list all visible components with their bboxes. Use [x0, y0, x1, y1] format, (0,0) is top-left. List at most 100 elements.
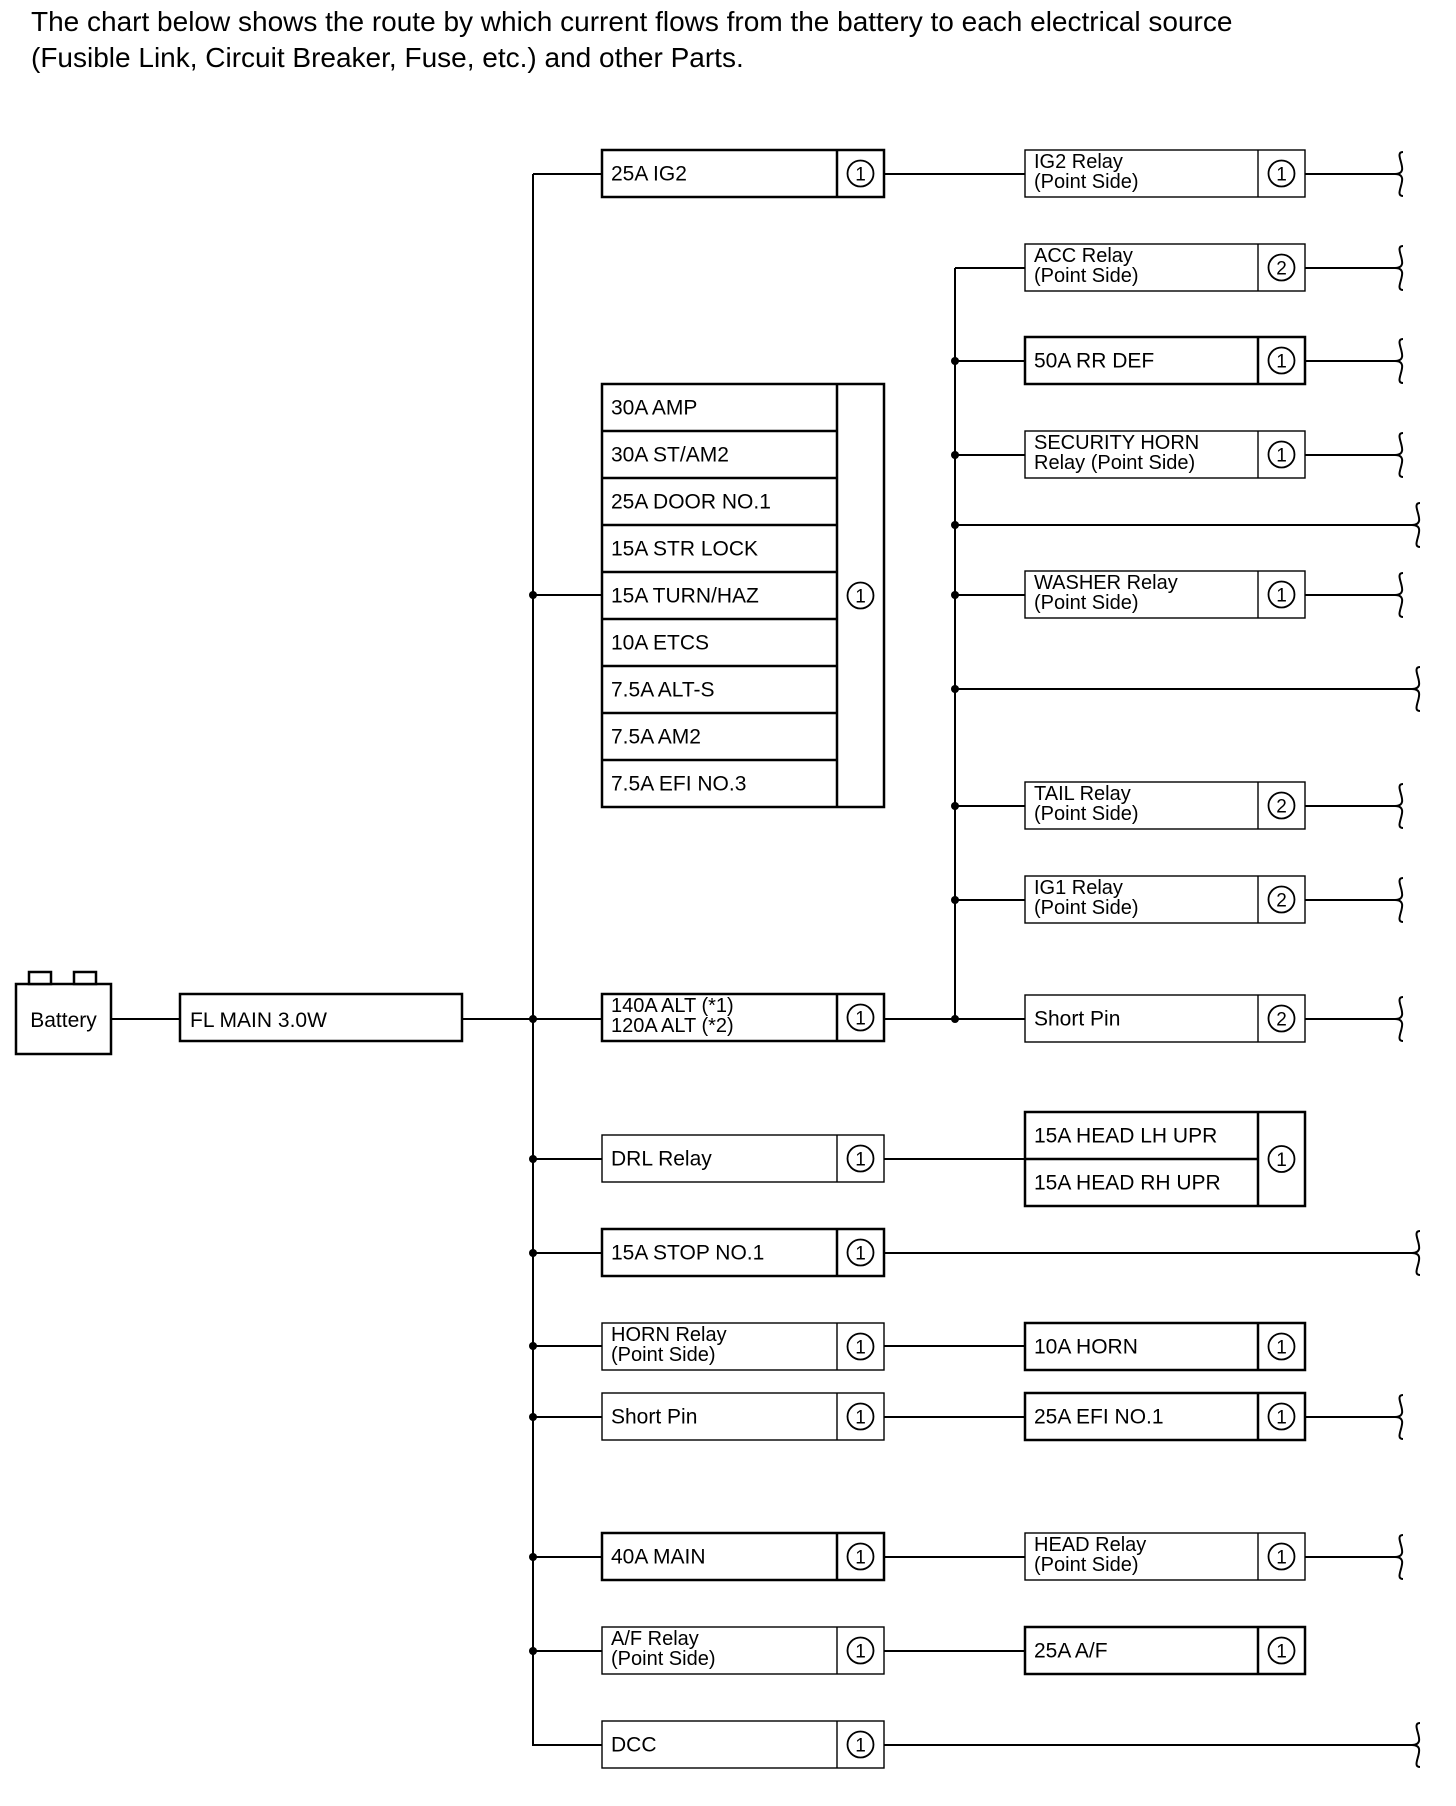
head-relay-marker-ring: [1267, 1542, 1296, 1571]
fuse-group-item: 7.5A AM2: [611, 726, 701, 749]
continuation-mark: [1394, 1534, 1404, 1580]
junction-dot: [529, 1155, 537, 1163]
short-pin-marker: 1: [855, 1408, 866, 1429]
junction-dot: [529, 1015, 537, 1023]
dcc-marker-ring: [846, 1730, 875, 1759]
fuse-25a-af: 25A A/F 1: [1023, 1625, 1307, 1676]
fuse-50a-rr-def-marker-ring: [1267, 346, 1296, 375]
intro-text: The chart below shows the route by which…: [31, 4, 1431, 76]
af-relay-marker-ring: [846, 1636, 875, 1665]
head-relay-label-1: HEAD Relay: [1034, 1534, 1146, 1556]
fuse-50a-rr-def-marker: 1: [1276, 352, 1287, 373]
junction-dot: [529, 1249, 537, 1257]
security-horn-relay-label-2: Relay (Point Side): [1034, 452, 1195, 474]
continuation-mark: [1394, 996, 1404, 1042]
head-relay-label-2: (Point Side): [1034, 1554, 1139, 1576]
junction-dot: [951, 451, 959, 459]
acc-relay-label-1: ACC Relay: [1034, 245, 1133, 267]
fl-main-fusible-link: FL MAIN 3.0W: [178, 992, 464, 1043]
ig1-relay-label-2: (Point Side): [1034, 897, 1139, 919]
fuse-25a-efi-no1: 25A EFI NO.1 1: [1023, 1391, 1307, 1442]
horn-relay-label-2: (Point Side): [611, 1344, 716, 1366]
fuse-25a-efi-no1-label-1: 25A EFI NO.1: [1034, 1406, 1164, 1429]
junction-dot: [529, 1413, 537, 1421]
ig2-relay: IG2 Relay(Point Side)1: [1024, 149, 1306, 198]
horn-relay-marker-ring: [846, 1332, 875, 1361]
short-pin-label-1: Short Pin: [611, 1406, 697, 1429]
dcc-marker: 1: [855, 1736, 866, 1757]
fuse-40a-main-marker: 1: [855, 1548, 866, 1569]
junction-dot: [951, 896, 959, 904]
junction-dot: [951, 1015, 959, 1023]
intro-line-2: (Fusible Link, Circuit Breaker, Fuse, et…: [31, 42, 744, 73]
intro-line-1: The chart below shows the route by which…: [31, 6, 1233, 37]
junction-dot: [951, 357, 959, 365]
fuse-25a-af-label-1: 25A A/F: [1034, 1640, 1108, 1663]
junction-dot: [529, 1647, 537, 1655]
continuation-mark: [1394, 572, 1404, 618]
battery-label: Battery: [30, 1009, 97, 1032]
head-upr-fuse-group-item: 15A HEAD LH UPR: [1034, 1125, 1217, 1148]
fuse-alt: 140A ALT (*1)120A ALT (*2)1: [600, 992, 886, 1043]
tail-relay-marker: 2: [1276, 797, 1287, 818]
fuse-25a-af-marker-ring: [1267, 1636, 1296, 1665]
tail-relay-label-1: TAIL Relay: [1034, 783, 1131, 805]
continuation-mark: [1394, 151, 1404, 197]
dcc: DCC 1: [601, 1720, 885, 1769]
acc-relay-label-2: (Point Side): [1034, 265, 1139, 287]
fuse-group-item: 15A TURN/HAZ: [611, 585, 759, 608]
head-relay-marker: 1: [1276, 1548, 1287, 1569]
junction-dot: [951, 521, 959, 529]
fuse-group-item: 25A DOOR NO.1: [611, 491, 771, 514]
continuation-mark: [1394, 432, 1404, 478]
tail-relay-label-2: (Point Side): [1034, 803, 1139, 825]
security-horn-relay-marker-ring: [1267, 440, 1296, 469]
ig1-relay-label-1: IG1 Relay: [1034, 877, 1123, 899]
fuse-group-item: 7.5A EFI NO.3: [611, 773, 746, 796]
head-upr-fuse-group-marker: 1: [1276, 1150, 1287, 1171]
junction-dot: [951, 591, 959, 599]
dcc-label-1: DCC: [611, 1734, 657, 1757]
fuse-group-item: 30A ST/AM2: [611, 444, 729, 467]
fuse-25a-efi-no1-marker: 1: [1276, 1408, 1287, 1429]
drl-relay-label-1: DRL Relay: [611, 1148, 712, 1171]
continuation-mark: [1411, 502, 1421, 548]
ig1-relay-marker-ring: [1267, 885, 1296, 914]
short-pin-2-label-1: Short Pin: [1034, 1008, 1120, 1031]
ig2-relay-marker-ring: [1267, 159, 1296, 188]
short-pin-marker-ring: [846, 1402, 875, 1431]
washer-relay-marker: 1: [1276, 586, 1287, 607]
junction-dots: [529, 357, 959, 1655]
washer-relay-label-2: (Point Side): [1034, 592, 1139, 614]
short-pin-2-marker: 2: [1276, 1010, 1287, 1031]
fuse-alt-marker: 1: [855, 1009, 866, 1030]
junction-dot: [529, 1553, 537, 1561]
horn-relay: HORN Relay(Point Side)1: [601, 1322, 885, 1371]
security-horn-relay-label-1: SECURITY HORN: [1034, 432, 1199, 454]
fuse-15a-stop-no1-label-1: 15A STOP NO.1: [611, 1242, 764, 1265]
fuse-25a-ig2-marker: 1: [855, 165, 866, 186]
fuse-group-marker-ring: [846, 581, 875, 610]
acc-relay-marker: 2: [1276, 259, 1287, 280]
short-pin-2-marker-ring: [1267, 1004, 1296, 1033]
fuse-15a-stop-no1-marker: 1: [855, 1244, 866, 1265]
short-pin: Short Pin 1: [601, 1392, 885, 1441]
fuse-25a-af-marker: 1: [1276, 1642, 1287, 1663]
af-relay-marker: 1: [855, 1642, 866, 1663]
fuse-15a-stop-no1: 15A STOP NO.1 1: [600, 1227, 886, 1278]
junction-dot: [951, 685, 959, 693]
fuse-25a-ig2-label-1: 25A IG2: [611, 163, 687, 186]
ig2-relay-label-1: IG2 Relay: [1034, 151, 1123, 173]
continuation-mark: [1411, 1722, 1421, 1768]
continuation-mark: [1394, 1394, 1404, 1440]
fuse-group-item: 30A AMP: [611, 397, 697, 420]
continuation-mark: [1411, 666, 1421, 712]
head-upr-fuse-group-marker-ring: [1267, 1145, 1296, 1173]
fuse-25a-ig2-marker-ring: [846, 159, 875, 188]
junction-dot: [529, 1342, 537, 1350]
